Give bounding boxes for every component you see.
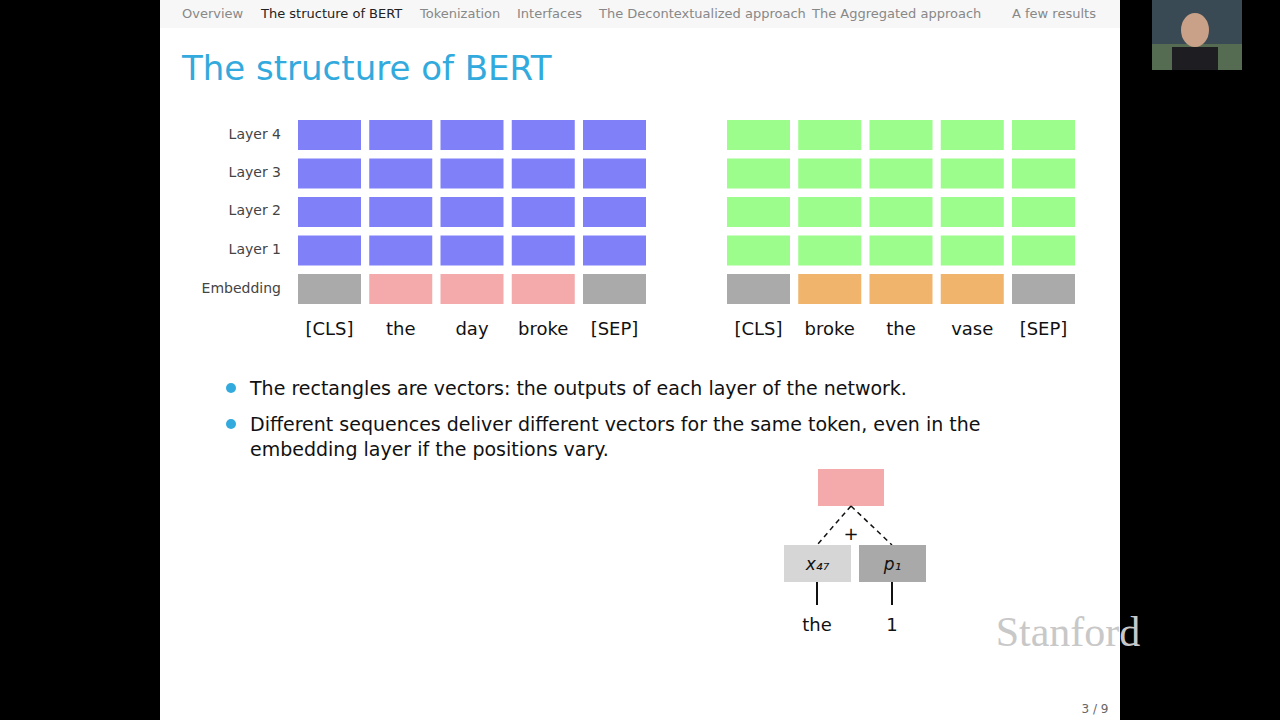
nav-item: Overview — [182, 6, 243, 22]
input-line — [891, 582, 893, 605]
watermark: Stanford — [996, 607, 1141, 657]
vector-rect — [512, 197, 575, 227]
vector-rect — [441, 120, 504, 150]
vector-rect — [941, 197, 1004, 227]
vector-rect — [298, 236, 361, 266]
vector-rect — [1012, 236, 1075, 266]
row-label: Layer 2 — [229, 202, 281, 219]
vector-rect — [369, 159, 432, 189]
embedding-vector — [818, 469, 884, 506]
slide-title: The structure of BERT — [182, 48, 551, 89]
vector-rect — [1012, 197, 1075, 227]
bullet-marker — [226, 419, 236, 429]
vector-rect — [941, 159, 1004, 189]
vector-rect — [583, 274, 646, 304]
webcam-frame — [1152, 0, 1242, 70]
vector-rect — [583, 236, 646, 266]
vector-rect — [298, 274, 361, 304]
vector-rect — [512, 120, 575, 150]
row-label: Layer 4 — [229, 126, 281, 143]
vector-rect — [369, 274, 432, 304]
vector-rect — [727, 197, 790, 227]
vector-rect — [583, 197, 646, 227]
vector-rect — [1012, 120, 1075, 150]
vector-rect — [870, 274, 933, 304]
vector-rect — [512, 274, 575, 304]
vector-rect — [298, 120, 361, 150]
webcam-person — [1181, 13, 1209, 47]
row-label: Embedding — [202, 280, 281, 297]
vector-rect — [1012, 159, 1075, 189]
plus-sign: + — [843, 523, 858, 545]
vector-rect — [441, 159, 504, 189]
vector-rect — [727, 274, 790, 304]
vector-rect — [941, 274, 1004, 304]
vector-rect — [798, 274, 861, 304]
token-label: day — [455, 318, 488, 340]
nav-bar — [160, 0, 1120, 28]
vector-rect — [298, 159, 361, 189]
token-label: vase — [951, 318, 993, 340]
vector-rect — [298, 197, 361, 227]
token-label: [CLS] — [734, 318, 782, 340]
vector-rect — [870, 159, 933, 189]
vector-rect — [798, 197, 861, 227]
row-label: Layer 3 — [229, 164, 281, 181]
nav-item: A few results — [1012, 6, 1096, 22]
vector-rect — [512, 236, 575, 266]
token-label: broke — [805, 318, 855, 340]
nav-item: The Aggregated approach — [812, 6, 981, 22]
vector-rect — [870, 236, 933, 266]
page-number: 3 / 9 — [1082, 702, 1109, 716]
vector-rect — [512, 159, 575, 189]
nav-item: Tokenization — [420, 6, 500, 22]
slide-page — [160, 0, 1120, 720]
vector-rect — [941, 236, 1004, 266]
token-label: the — [886, 318, 916, 340]
vector-rect — [369, 197, 432, 227]
vector-symbol: p₁ — [884, 554, 902, 574]
vector-rect — [941, 120, 1004, 150]
vector-rect — [798, 120, 861, 150]
token-label: [CLS] — [305, 318, 353, 340]
webcam-frame — [1152, 44, 1242, 70]
bullet-text: Different sequences deliver different ve… — [250, 412, 1080, 462]
vector-symbol: x₄₇ — [806, 554, 830, 574]
bullet-text: The rectangles are vectors: the outputs … — [250, 376, 1080, 401]
row-label: Layer 1 — [229, 241, 281, 258]
vector-rect — [369, 236, 432, 266]
vector-rect — [441, 197, 504, 227]
vector-rect — [583, 120, 646, 150]
bullet-marker — [226, 383, 236, 393]
token-label: [SEP] — [1020, 318, 1068, 340]
vector-rect — [441, 236, 504, 266]
nav-item: The Decontextualized approach — [599, 6, 806, 22]
token-embedding-box: x₄₇ — [784, 545, 851, 582]
vector-rect — [369, 120, 432, 150]
vector-rect — [870, 197, 933, 227]
vector-rect — [583, 159, 646, 189]
token-label: broke — [518, 318, 568, 340]
vector-rect — [870, 120, 933, 150]
webcam-person — [1172, 47, 1218, 70]
input-line — [816, 582, 818, 605]
token-label: [SEP] — [591, 318, 639, 340]
vector-rect — [798, 159, 861, 189]
vector-rect — [798, 236, 861, 266]
token-label: the — [386, 318, 416, 340]
token-label: the — [802, 614, 832, 636]
vector-rect — [727, 120, 790, 150]
vector-rect — [1012, 274, 1075, 304]
position-label: 1 — [886, 614, 897, 636]
nav-item: The structure of BERT — [261, 6, 402, 22]
position-embedding-box: p₁ — [859, 545, 926, 582]
nav-item: Interfaces — [517, 6, 582, 22]
vector-rect — [727, 236, 790, 266]
vector-rect — [727, 159, 790, 189]
vector-rect — [441, 274, 504, 304]
